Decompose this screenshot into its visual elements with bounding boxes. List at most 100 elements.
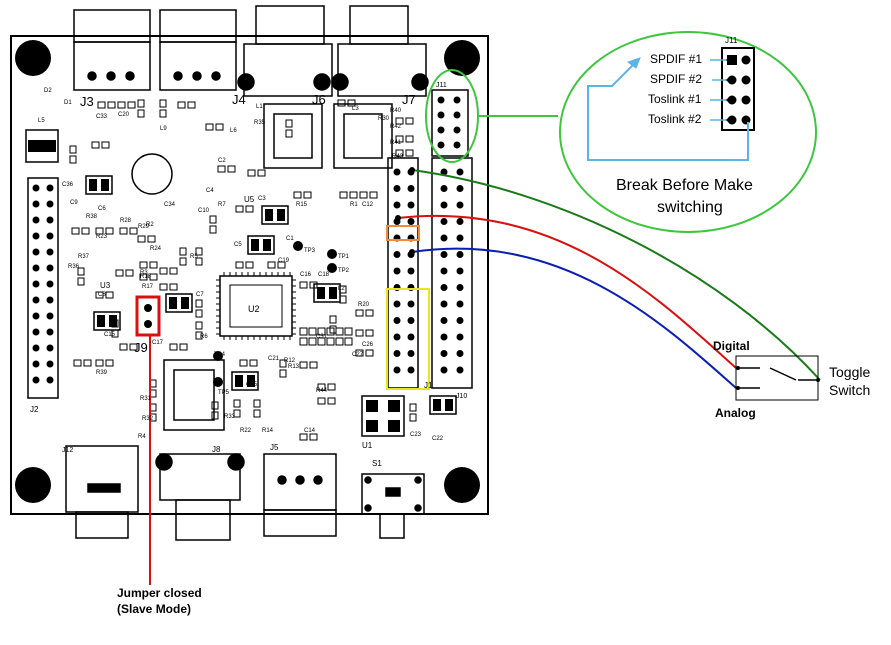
component-pad [119,227,128,235]
component-pad [405,117,414,125]
header-pin [437,126,445,134]
small-components [25,99,457,441]
component-pad [81,227,90,235]
component-body [93,311,121,331]
component-pad [73,359,82,367]
jumper-j9-box [135,295,161,337]
board-label-j11: J11 [436,82,447,89]
component-label: R42 [390,124,402,130]
component-label: C15 [104,332,116,338]
header-pin [32,376,40,384]
component-pad [181,297,189,309]
header-pin [46,232,54,240]
header-pin [46,312,54,320]
toggle-switch-label-line2: Switch [829,382,871,398]
component-pad [327,397,336,405]
component-body [85,175,113,195]
header-pin [32,280,40,288]
component-pad [69,155,77,164]
component-pad [365,309,374,317]
component-pad [317,327,326,336]
header-pin [407,350,415,357]
header-pin [46,376,54,384]
component-label: TP5 [218,390,230,396]
pin-label-toslink-2: Toslink #2 [648,112,702,126]
component-pad [299,327,308,336]
header-pin [440,251,448,258]
component-pad [95,227,104,235]
component-label: C25 [246,382,258,388]
callout-caption-line2: switching [657,199,723,216]
component-label: R1 [350,202,358,208]
header-pin [32,312,40,320]
header-pin [46,280,54,288]
component-pad [107,101,116,109]
header-pin [32,328,40,336]
component-pad [169,283,178,291]
test-point [327,249,337,259]
pin-label-spdif-1: SPDIF #1 [650,52,703,66]
component-label: TP2 [338,268,350,274]
component-label: R24 [150,246,162,252]
component-pad [285,129,293,138]
component-label: R3 [140,270,148,276]
component-label: R30 [378,116,390,122]
component-label: R38 [86,214,98,220]
component-pad [235,205,244,213]
yellow-highlight-box [386,288,430,390]
header-pin [407,366,415,374]
component-pad [215,123,224,131]
component-pad [317,383,326,391]
header-pin [440,185,448,192]
component-pad [245,261,254,269]
component-pad [71,227,80,235]
component-label: C4 [206,188,214,194]
header-pin [440,201,448,209]
component-pad [177,101,186,109]
component-pad [369,191,378,199]
header-pin [456,333,464,341]
component-label: C19 [278,258,290,264]
component-pad [257,169,266,177]
wire-digital [397,214,737,369]
component-pad [365,349,374,357]
component-label: R40 [390,108,402,114]
component-pad [101,179,109,191]
component-label: C22 [432,436,444,442]
component-pad [77,267,85,276]
component-label: R22 [240,428,252,434]
component-pad [117,101,126,109]
pin-leader-dot [726,118,730,122]
component-pad [149,273,158,281]
component-pad [127,101,136,109]
component-label: C14 [304,428,316,434]
callout-caption-line1: Break Before Make [616,177,753,194]
component-label: L9 [160,126,167,132]
component-label: R4 [138,434,146,440]
component-label: C2 [218,158,226,164]
header-pin [32,360,40,368]
header-j11-board-pins [437,96,461,149]
header-pin [393,333,401,341]
header-pin [456,185,464,192]
component-label: C33 [96,114,108,120]
component-pad [251,239,259,251]
bbm-arrowhead [626,57,641,69]
header-pin [440,234,448,242]
header-pin [453,141,461,149]
component-pad [89,179,97,191]
header-pin [46,296,54,304]
component-label: R31 [140,396,152,402]
component-label: C7 [196,292,204,298]
wire-dot-analog [409,249,415,255]
component-pad [277,261,286,269]
component-label: TP3 [304,248,316,254]
callout-header-label: J11 [725,36,738,45]
chip-u1 [361,395,405,437]
board-label-j8: J8 [212,445,221,454]
header-pin [46,184,54,192]
component-pad [137,109,145,118]
component-body [247,235,275,255]
component-pad [327,383,336,391]
